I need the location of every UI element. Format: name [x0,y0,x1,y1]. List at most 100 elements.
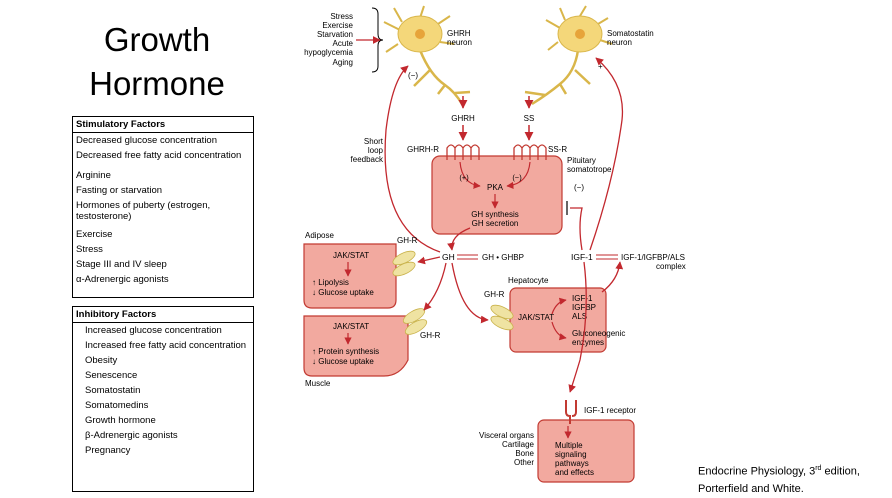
hepatocyte-to-igf1-arrow [601,261,624,293]
stimulus-label: hypoglycemia [304,48,353,57]
adipose-label: Adipose [305,231,334,240]
gh-to-muscle-arrow [423,262,447,311]
citation-text: Endocrine Physiology, 3 [698,465,816,478]
gh-to-adipose-arrow [417,256,441,265]
gh-synthesis-label: GH synthesis [471,210,519,219]
stimulus-label: Acute [333,39,354,48]
stimulate-sign: (+) [459,173,469,182]
inhibitory-item: Senescence [85,370,138,381]
short-loop-label: loop [368,146,384,155]
als-output-label: ALS [572,312,587,321]
somatostatin-neuron-label: Somatostatin [607,29,654,38]
igf1-pituitary-inhibition-sign: (−) [574,183,584,192]
stimulatory-item: Fasting or starvation [76,185,163,196]
adipose-gh-receptor [392,261,416,277]
title-line-2: Hormone [89,65,225,102]
igf1-to-somatostatin-arrow [589,57,624,251]
ss-receptor [513,144,547,160]
gh-label: GH [442,252,455,262]
ghrh-label: GHRH [451,114,475,123]
stimulus-label: Aging [333,58,353,67]
muscle-jak-stat-label: JAK/STAT [333,322,369,331]
effects-label: Multiple [555,441,583,450]
inhibitory-item: Increased glucose concentration [85,325,222,336]
stimulatory-header: Stimulatory Factors [73,117,253,133]
pituitary-label: somatotrope [567,165,612,174]
gluconeogenic-label: enzymes [572,338,604,347]
stimuli-bracket [371,7,384,73]
igf1-output-label: IGF-1 [572,294,593,303]
hepatocyte-jak-stat-label: JAK/STAT [518,313,554,322]
stimulatory-item: Stress [76,244,103,255]
citation-line-2: Porterfield and White. [698,482,804,495]
igf-complex-label: IGF-1/IGFBP/ALS [621,253,685,262]
hepatocyte-cell [509,287,607,353]
inhibitory-header: Inhibitory Factors [73,307,253,323]
stimulatory-item: Stage III and IV sleep [76,259,167,270]
gh-to-hepatocyte-arrow [451,262,489,324]
stimulus-label: Stress [330,12,353,21]
gluconeogenic-label: Gluconeogenic [572,329,625,338]
short-loop-label: feedback [351,155,384,164]
lipolysis-label: ↑ Lipolysis [312,278,349,287]
stimulatory-item: Decreased glucose concentration [76,135,218,146]
igf1-complex-equilibrium [596,254,618,260]
stimulatory-item: Exercise [76,229,113,240]
citation-text: edition, [821,465,860,478]
citation: Endocrine Physiology, 3rd edition, Porte… [698,460,860,498]
stimulatory-item: Hormones of puberty (estrogen, testoster… [76,200,211,222]
target-organ-label: Bone [515,449,534,458]
inhibitory-item: Somatostatin [85,385,141,396]
pka-label: PKA [487,183,504,192]
ghrh-receptor [446,144,480,160]
title-line-1: Growth [103,21,211,58]
inhibitory-item: Increased free fatty acid concentration [85,340,247,351]
igf-complex-label: complex [656,262,686,271]
ghrh-inhibition-sign: (−) [408,71,418,80]
pituitary-somatotrope-cell [431,155,563,235]
adipose-gh-r-label: GH-R [397,236,418,245]
jak-to-enzymes-arrow [551,321,567,341]
target-tissue-cell [537,419,635,483]
stimulatory-factors-table: Stimulatory Factors Decreased glucose co… [72,116,254,298]
short-loop-label: Short [364,137,384,146]
target-organ-label: Other [514,458,534,467]
effects-label: and effects [555,468,594,477]
ss-label: SS [524,114,535,123]
gh-ghbp-equilibrium [457,254,478,260]
igf1-pituitary-feedback [570,207,583,251]
muscle-gh-receptor [404,319,428,335]
gh-ghbp-label: GH • GHBP [482,253,524,262]
stimuli-list: Stress Exercise Starvation Acute hypogly… [304,12,353,67]
inhibitory-item: Growth hormone [85,415,156,426]
ss-r-to-pka-arrow [506,161,531,189]
effects-label: pathways [555,459,589,468]
muscle-gh-r-label: GH-R [420,331,441,340]
citation-line-1: Endocrine Physiology, 3rd edition, [698,460,860,481]
igf1-to-target-arrow [568,261,587,393]
inhibitory-factors-table: Inhibitory Factors Increased glucose con… [72,306,254,492]
gh-release-arrow [447,227,471,251]
target-organ-label: Cartilage [502,440,535,449]
stimulus-label: Starvation [317,30,353,39]
hepatocyte-label: Hepatocyte [508,276,549,285]
inhibitory-item: β-Adrenergic agonists [85,430,178,441]
stimulus-label: Exercise [322,21,353,30]
somatostatin-stimulation-sign: + [598,62,603,71]
ghrh-r-to-pka-arrow [459,161,481,189]
somatostatin-neuron-label: neuron [607,38,632,47]
stimulatory-item: Arginine [76,170,111,181]
stimulatory-item: α-Adrenergic agonists [76,274,169,285]
stimulatory-item: Decreased free fatty acid concentration [76,150,242,161]
igf1-receptor-label: IGF-1 receptor [584,406,636,415]
muscle-label: Muscle [305,379,331,388]
ghrh-neuron-label: GHRH [447,29,471,38]
inhibitory-item: Pregnancy [85,445,131,456]
pituitary-label: Pituitary [567,156,596,165]
ghrh-neuron [383,5,471,105]
target-organ-label: Visceral organs [479,431,534,440]
igf1-label: IGF-1 [571,252,593,262]
jak-to-igf-arrow [551,297,567,315]
ghrh-neuron-label: neuron [447,38,472,47]
